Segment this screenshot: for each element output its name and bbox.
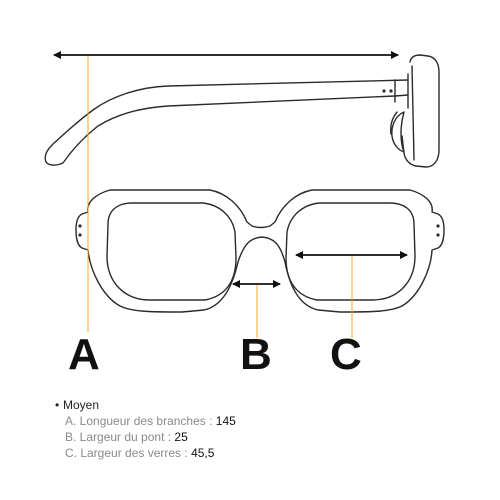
measurement-arrows: [53, 51, 408, 288]
front-view: [75, 189, 445, 313]
legend-row-c: C. Largeur des verres : 45,5: [55, 445, 236, 461]
measurements-legend: •Moyen A. Longueur des branches : 145 B.…: [55, 397, 236, 461]
hinge-dot-2: [389, 89, 393, 93]
label-a: A: [68, 330, 100, 379]
frame-outline: [75, 189, 445, 313]
left-lens: [106, 202, 237, 301]
legend-row-a-label: A. Longueur des branches :: [65, 414, 213, 428]
left-hinge-dot-2: [78, 233, 82, 237]
front-frame-inner: [411, 65, 415, 161]
legend-row-c-value: 45,5: [191, 446, 215, 460]
legend-size: •Moyen: [55, 397, 236, 413]
bullet-icon: •: [55, 398, 60, 412]
legend-row-c-label: C. Largeur des verres :: [65, 446, 188, 460]
legend-row-b-label: B. Largeur du pont :: [65, 430, 172, 444]
nose-pad-side: [391, 111, 405, 153]
size-label: Moyen: [63, 398, 100, 412]
label-c: C: [330, 330, 362, 379]
temple-arm: [44, 79, 409, 166]
right-hinge-dot-2: [436, 233, 440, 237]
label-b: B: [240, 330, 272, 379]
right-lens: [285, 202, 416, 301]
hinge-dot-1: [382, 89, 386, 93]
hinge-block: [394, 73, 409, 109]
left-hinge-dot-1: [78, 224, 82, 228]
right-hinge-dot-1: [436, 224, 440, 228]
nose-pad-arm: [390, 111, 398, 135]
legend-row-b: B. Largeur du pont : 25: [55, 429, 236, 445]
legend-row-a: A. Longueur des branches : 145: [55, 413, 236, 429]
temple-side-view: [44, 54, 440, 168]
legend-row-b-value: 25: [174, 430, 188, 444]
legend-row-a-value: 145: [215, 414, 236, 428]
measurement-guides: [87, 56, 353, 338]
front-frame-side: [401, 54, 440, 168]
